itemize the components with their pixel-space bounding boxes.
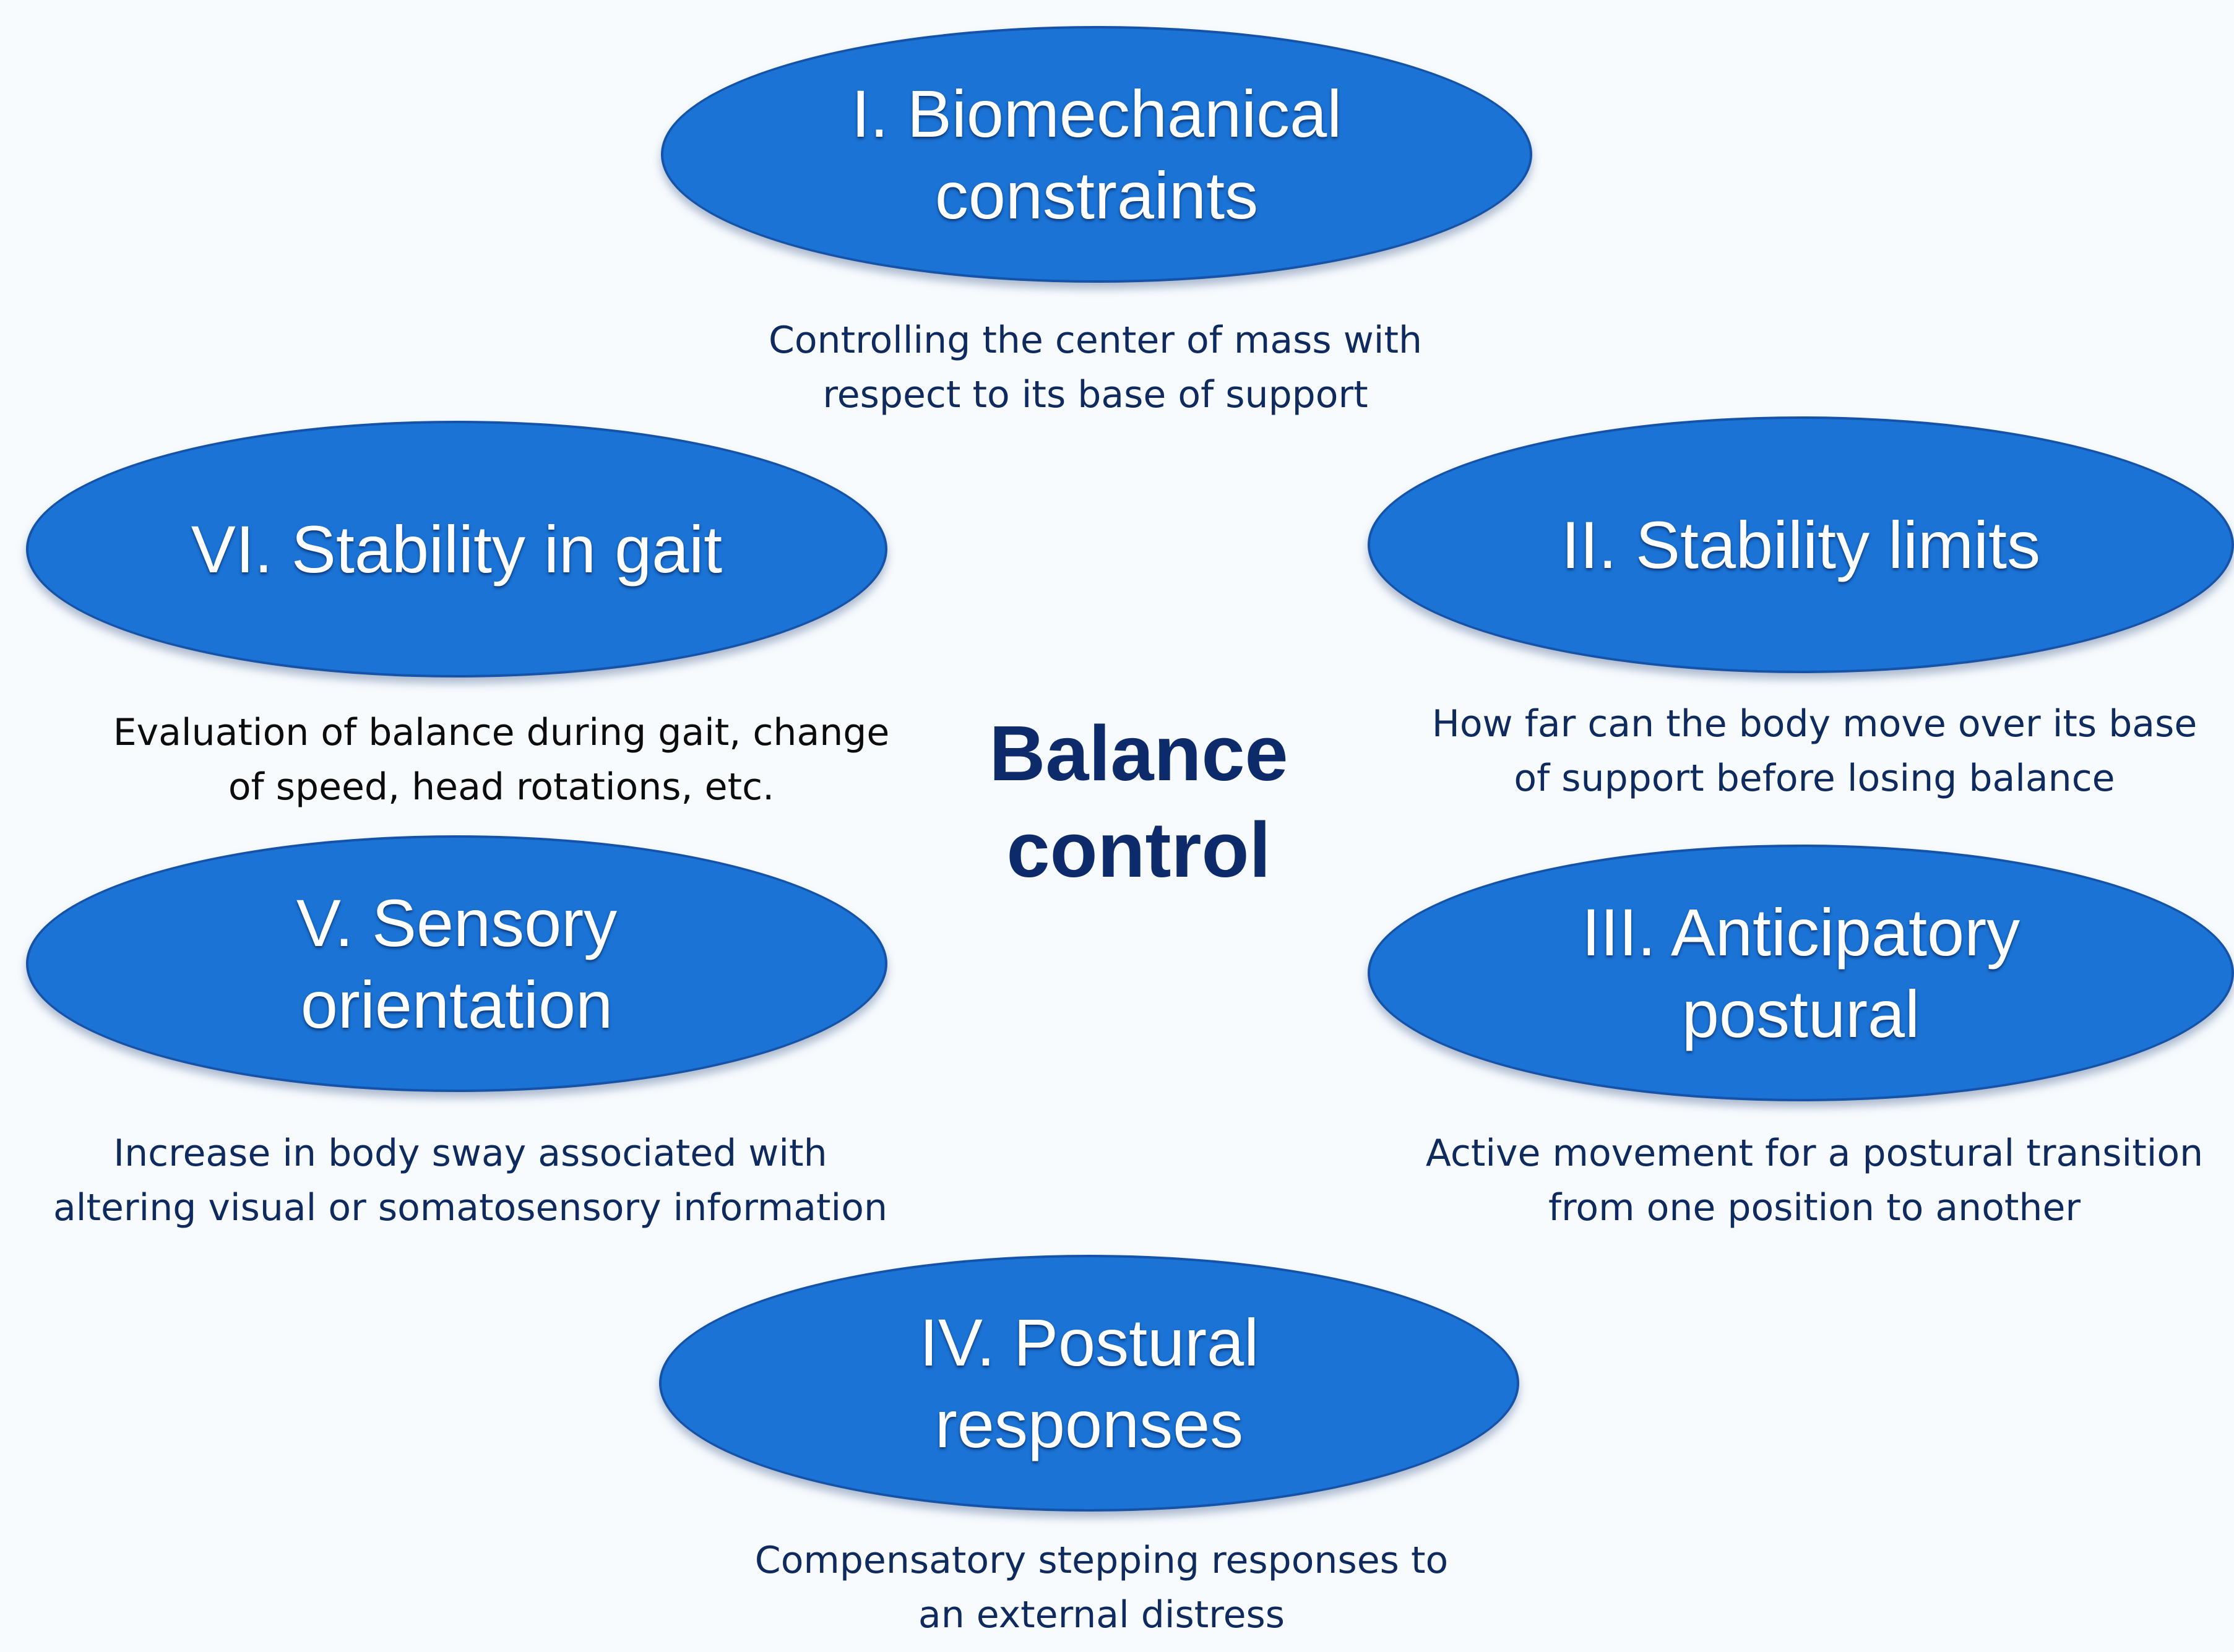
node-label: VI. Stability in gait <box>191 511 723 587</box>
description-stability-limits: How far can the body move over its base … <box>1431 702 2197 800</box>
node-label: I. Biomechanical constraints <box>851 75 1342 233</box>
node-stability-limits: II. Stability limits <box>1368 416 2234 673</box>
description-biomechanical-constraints: Controlling the center of mass with resp… <box>768 319 1423 416</box>
node-sensory-orientation: V. Sensory orientation <box>26 835 887 1092</box>
center-title-balance-control: Balance control <box>989 710 1288 893</box>
description-sensory-orientation: Increase in body sway associated with al… <box>53 1132 887 1229</box>
node-stability-in-gait: VI. Stability in gait <box>26 421 887 678</box>
node-label: V. Sensory orientation <box>296 885 618 1042</box>
node-postural-responses: IV. Postural responses <box>659 1255 1519 1512</box>
node-label: II. Stability limits <box>1561 507 2041 582</box>
node-biomechanical-constraints: I. Biomechanical constraints <box>661 26 1532 283</box>
node-label: IV. Postural responses <box>919 1304 1259 1461</box>
description-stability-in-gait: Evaluation of balance during gait, chang… <box>113 711 890 809</box>
node-anticipatory-postural: III. Anticipatory postural <box>1368 845 2234 1101</box>
description-postural-responses: Compensatory stepping responses to an ex… <box>754 1539 1449 1637</box>
description-anticipatory-postural: Active movement for a postural transitio… <box>1425 1132 2204 1229</box>
node-label: III. Anticipatory postural <box>1581 894 2021 1051</box>
